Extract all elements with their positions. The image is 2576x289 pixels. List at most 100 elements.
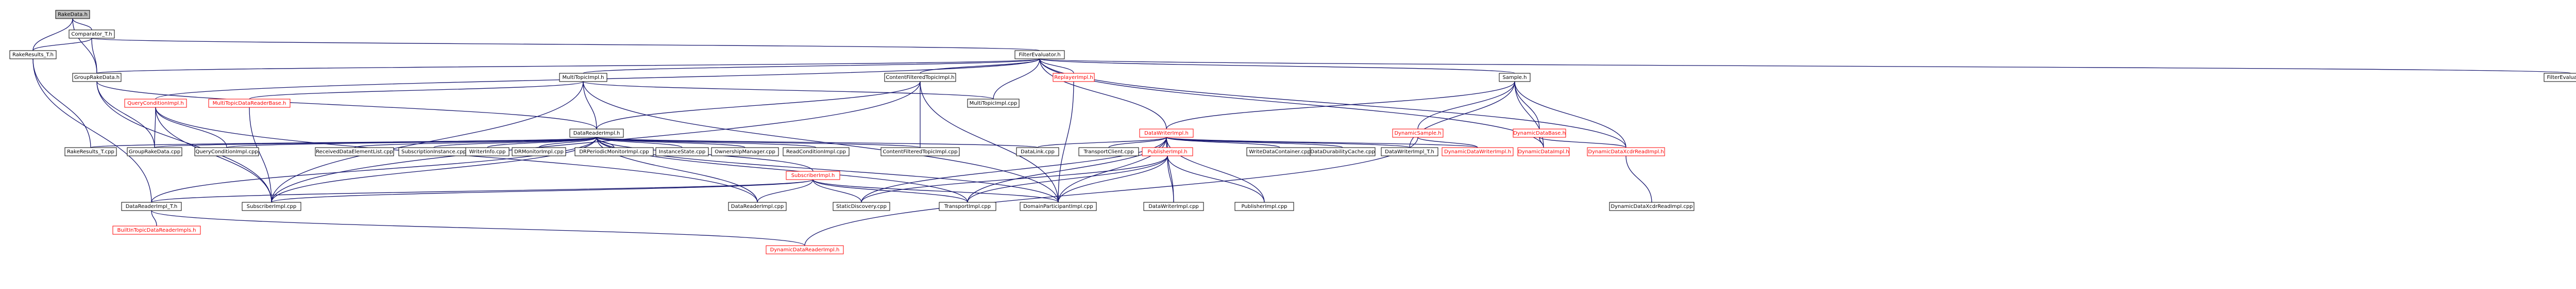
node-filterevaluator-cpp[interactable]: FilterEvaluator.cpp — [2544, 73, 2576, 82]
node-transportclient-cpp[interactable]: TransportClient.cpp — [1078, 147, 1139, 156]
edge-grouprakedata_h-to-filterevaluator_h — [96, 54, 1043, 74]
node-dynamicdatareaderimpl-h[interactable]: DynamicDataReaderImpl.h — [766, 245, 844, 254]
node-label: RakeData.h — [58, 12, 88, 18]
node-box — [559, 73, 607, 82]
node-label: BuiltInTopicDataReaderImpls.h — [117, 228, 196, 233]
node-label: SubscriptionInstance.cpp — [401, 149, 466, 155]
node-dynamicdatawriterimpl-h[interactable]: DynamicDataWriterImpl.h — [1442, 147, 1514, 156]
node-box — [242, 202, 301, 211]
node-label: StaticDiscovery.cpp — [836, 204, 887, 210]
edge-ownershipmanager_cpp-to-datareaderimpl_h — [594, 133, 745, 148]
node-grouprakedata-h[interactable]: GroupRakeData.h — [72, 73, 122, 82]
node-domainparticipantimpl-cpp[interactable]: DomainParticipantImpl.cpp — [1020, 202, 1097, 211]
node-box — [967, 99, 1020, 108]
node-label: DynamicDataBase.h — [1513, 131, 1566, 136]
node-dynamicdataxcdrreadimpl-h[interactable]: DynamicDataXcdrReadImpl.h — [1587, 147, 1665, 156]
node-readconditionimpl-cpp[interactable]: ReadConditionImpl.cpp — [783, 147, 850, 156]
node-label: QueryConditionImpl.cpp — [195, 149, 258, 155]
edge-datareaderimpl_h-to-grouprakedata_h — [94, 77, 597, 130]
node-dynamicdataimpl-h[interactable]: DynamicDataImpl.h — [1517, 147, 1570, 156]
node-datalink-cpp[interactable]: DataLink.cpp — [1016, 147, 1059, 156]
node-box — [1016, 147, 1059, 156]
node-drperiodicmonitorimpl-cpp[interactable]: DRPeriodicMonitorImpl.cpp — [574, 147, 654, 156]
node-comparator-t-h[interactable]: Comparator_T.h — [69, 29, 115, 39]
node-ownershipmanager-cpp[interactable]: OwnershipManager.cpp — [711, 147, 779, 156]
node-receivedddataelementlist-cpp[interactable]: ReceivedDataElementList.cpp — [315, 147, 394, 156]
edge-domainparticipantimpl_cpp-to-datareaderimpl_h — [594, 133, 1059, 203]
node-label: DataReaderImpl.cpp — [731, 204, 784, 210]
node-rakeresults-t-h[interactable]: RakeResults_T.h — [9, 50, 57, 59]
node-box — [1517, 147, 1570, 156]
node-label: WriterInfo.cpp — [469, 149, 506, 155]
node-drmonitorimpl-cpp[interactable]: DRMonitorImpl.cpp — [512, 147, 566, 156]
node-builtintopicdatareaderimpls-h[interactable]: BuiltInTopicDataReaderImpls.h — [112, 226, 201, 235]
node-label: MultiTopicImpl.cpp — [970, 101, 1018, 106]
node-datawriterimpl-h[interactable]: DataWriterImpl.h — [1139, 129, 1194, 138]
edge-subscriberimpl_cpp-to-subscriberimpl_h — [271, 175, 816, 203]
node-datareaderimpl-h[interactable]: DataReaderImpl.h — [569, 129, 624, 138]
node-multitopicdatareaderbase-h[interactable]: MultiTopicDataReaderBase.h — [208, 99, 291, 108]
node-datareaderimpl-cpp[interactable]: DataReaderImpl.cpp — [728, 202, 787, 211]
node-contentfilteredtopicimpl-cpp[interactable]: ContentFilteredTopicImpl.cpp — [880, 147, 960, 156]
node-datawriterimpl-t-h[interactable]: DataWriterImpl_T.h — [1381, 147, 1438, 156]
node-writedatacontainer-cpp[interactable]: WriteDataContainer.cpp — [1246, 147, 1313, 156]
node-writerinfo-cpp[interactable]: WriterInfo.cpp — [465, 147, 510, 156]
edge-datareaderimpl_t_h-to-datareaderimpl_h — [151, 133, 599, 203]
edge-writerinfo_cpp-to-datareaderimpl_h — [487, 133, 599, 148]
node-subscriptioninstance-cpp[interactable]: SubscriptionInstance.cpp — [398, 147, 469, 156]
edge-dynamicdataimpl_h-to-dynamicdatabase_h — [1537, 133, 1544, 148]
edge-dynamicdatabase_h-to-sample_h — [1512, 77, 1540, 130]
node-filterevaluator-h[interactable]: FilterEvaluator.h — [1014, 50, 1065, 59]
node-rakeresults-t-cpp[interactable]: RakeResults_T.cpp — [64, 147, 117, 156]
edge-multitopicdatareaderbase_h-to-multitopicimpl_h — [249, 77, 586, 100]
node-label: FilterEvaluator.h — [1019, 52, 1060, 58]
edge-grouprakedata_h-to-comparator_t_h — [89, 34, 97, 74]
edge-layer — [30, 14, 2571, 246]
node-box — [569, 129, 624, 138]
node-multitopicimpl-cpp[interactable]: MultiTopicImpl.cpp — [967, 99, 1020, 108]
node-staticdiscovery-cpp[interactable]: StaticDiscovery.cpp — [833, 202, 890, 211]
edge-dynamicdatawriterimpl_h-to-dynamicsample_h — [1415, 133, 1478, 148]
node-dynamicsample-h[interactable]: DynamicSample.h — [1392, 129, 1444, 138]
node-box — [1014, 50, 1065, 59]
node-datawriterimpl-cpp[interactable]: DataWriterImpl.cpp — [1143, 202, 1204, 211]
node-multitopicimpl-h[interactable]: MultiTopicImpl.h — [559, 73, 607, 82]
node-queryconditionimpl-h[interactable]: QueryConditionImpl.h — [124, 99, 187, 108]
edge-grouprakedata_cpp-to-queryconditionimpl_h — [154, 103, 158, 148]
node-box — [194, 147, 259, 156]
node-publisherimpl-cpp[interactable]: PublisherImpl.cpp — [1234, 202, 1294, 211]
node-instancestate-cpp[interactable]: InstanceState.cpp — [655, 147, 709, 156]
node-dynamicdatabase-h[interactable]: DynamicDataBase.h — [1513, 129, 1566, 138]
node-subscriberimpl-cpp[interactable]: SubscriberImpl.cpp — [242, 202, 301, 211]
node-datadurabilitycache-cpp[interactable]: DataDurabilityCache.cpp — [1310, 147, 1376, 156]
node-datareaderimpl-t-h[interactable]: DataReaderImpl_T.h — [121, 202, 182, 211]
edge-instancestate_cpp-to-datareaderimpl_h — [594, 133, 683, 148]
node-label: ReplayerImpl.h — [1054, 75, 1093, 81]
node-sample-h[interactable]: Sample.h — [1499, 73, 1531, 82]
node-box — [1513, 129, 1566, 138]
node-grouprakedata-cpp[interactable]: GroupRakeData.cpp — [127, 147, 182, 156]
node-contentfilteredtopicimpl-h[interactable]: ContentFilteredTopicImpl.h — [884, 73, 956, 82]
node-box — [9, 50, 57, 59]
node-box — [786, 171, 840, 180]
node-box — [72, 73, 122, 82]
node-queryconditionimpl-cpp[interactable]: QueryConditionImpl.cpp — [194, 147, 259, 156]
node-box — [766, 245, 844, 254]
node-dynamicdataxcdrreadimpl-cpp[interactable]: DynamicDataXcdrReadImpl.cpp — [1609, 202, 1694, 211]
edge-datareaderimpl_cpp-to-datareaderimpl_h — [594, 133, 758, 203]
node-replayerimpl-h[interactable]: ReplayerImpl.h — [1053, 73, 1095, 82]
node-box — [2544, 73, 2576, 82]
node-publisherimpl-h[interactable]: PublisherImpl.h — [1142, 147, 1193, 156]
node-box — [315, 147, 394, 156]
node-subscriberimpl-h[interactable]: SubscriberImpl.h — [786, 171, 840, 180]
node-label: GroupRakeData.h — [74, 75, 120, 81]
edge-staticdiscovery_cpp-to-publisherimpl_h — [861, 151, 1170, 203]
node-box — [655, 147, 709, 156]
edge-staticdiscovery_cpp-to-subscriberimpl_h — [810, 175, 862, 203]
node-box — [833, 202, 890, 211]
edge-datareaderimpl_t_h-to-subscriberimpl_h — [151, 175, 816, 203]
node-transportimpl-cpp[interactable]: TransportImpl.cpp — [939, 202, 996, 211]
node-rakedata-h[interactable]: RakeData.h — [55, 10, 90, 19]
node-box — [1143, 202, 1204, 211]
edge-transportimpl_cpp-to-subscriberimpl_h — [810, 175, 968, 203]
